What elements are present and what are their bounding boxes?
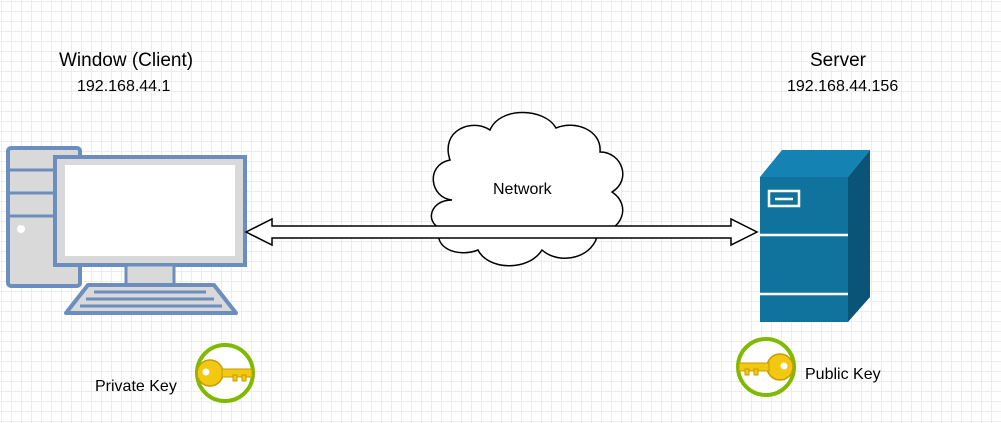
private-key-icon[interactable] bbox=[195, 343, 255, 403]
server-icon[interactable] bbox=[760, 150, 870, 322]
client-ip: 192.168.44.1 bbox=[77, 78, 171, 95]
public-key-label: Public Key bbox=[805, 366, 881, 383]
public-key-icon[interactable] bbox=[736, 337, 796, 397]
server-title: Server bbox=[810, 50, 866, 71]
private-key-label: Private Key bbox=[95, 378, 177, 395]
client-computer-icon[interactable] bbox=[6, 146, 247, 315]
client-title: Window (Client) bbox=[59, 50, 194, 71]
network-label: Network bbox=[493, 181, 552, 198]
connection-arrow bbox=[244, 217, 759, 247]
server-ip: 192.168.44.156 bbox=[787, 78, 899, 95]
